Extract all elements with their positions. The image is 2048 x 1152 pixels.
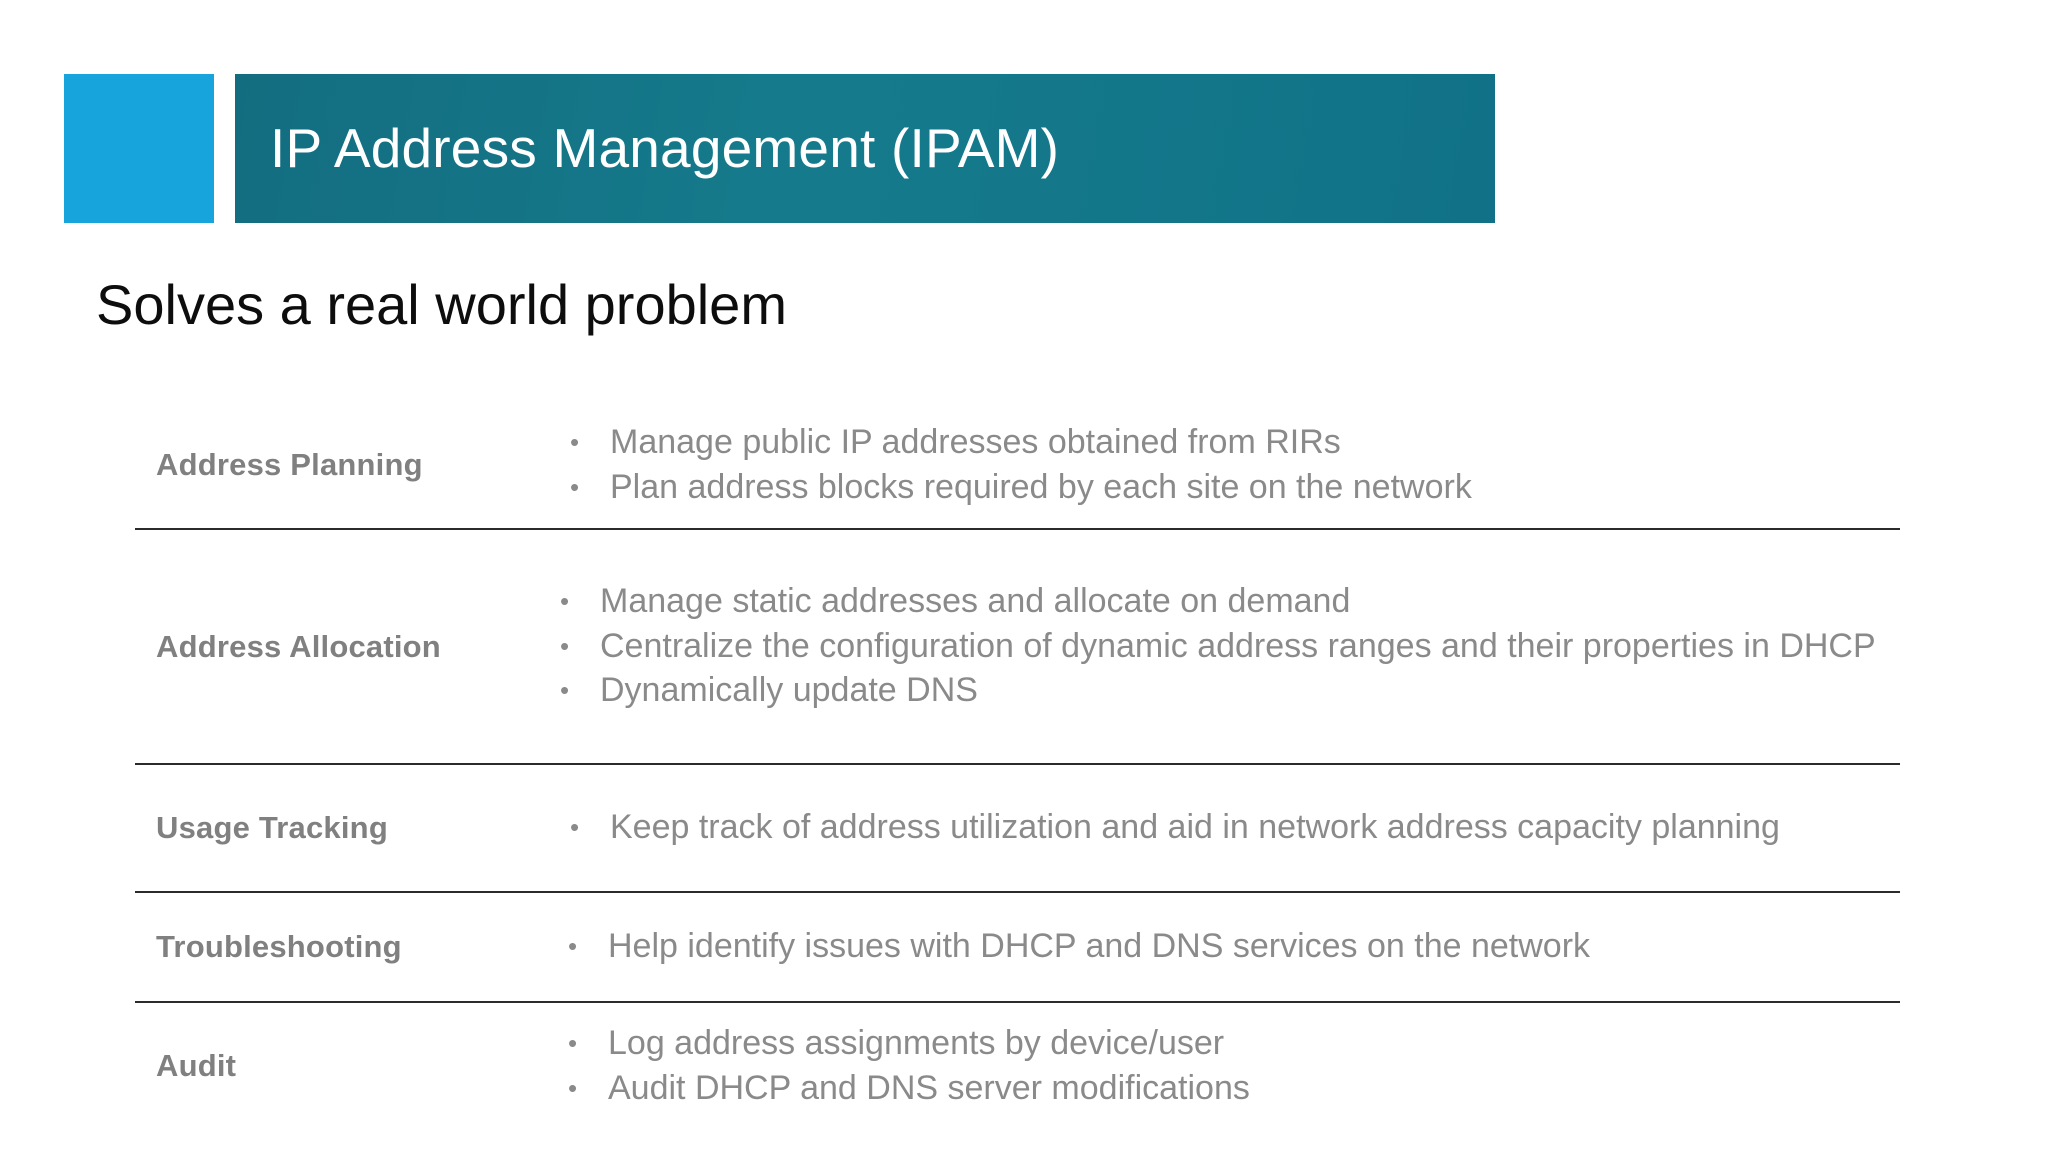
- row-bullets-address-planning: • Manage public IP addresses obtained fr…: [560, 423, 1900, 508]
- list-item: • Audit DHCP and DNS server modification…: [568, 1069, 1900, 1109]
- table-row: Audit • Log address assignments by devic…: [135, 1001, 1900, 1123]
- bullet-icon: •: [568, 931, 578, 962]
- row-bullets-troubleshooting: • Help identify issues with DHCP and DNS…: [560, 927, 1900, 967]
- row-label-troubleshooting: Troubleshooting: [156, 929, 402, 964]
- bullet-icon: •: [568, 1027, 578, 1058]
- bullet-icon: •: [570, 471, 580, 502]
- row-label-usage-tracking: Usage Tracking: [156, 810, 388, 845]
- list-item: • Manage public IP addresses obtained fr…: [570, 423, 1900, 463]
- table-row: Troubleshooting • Help identify issues w…: [135, 891, 1900, 1001]
- title-accent-square: [64, 74, 214, 223]
- list-item: • Manage static addresses and allocate o…: [560, 582, 1900, 622]
- bullet-icon: •: [560, 630, 570, 661]
- table-row: Usage Tracking • Keep track of address u…: [135, 763, 1900, 891]
- bullet-icon: •: [570, 812, 580, 843]
- list-item-text: Manage public IP addresses obtained from…: [610, 422, 1341, 461]
- list-item-text: Audit DHCP and DNS server modifications: [608, 1068, 1250, 1107]
- list-item-text: Centralize the configuration of dynamic …: [600, 626, 1876, 665]
- list-item-text: Manage static addresses and allocate on …: [600, 581, 1351, 620]
- slide-subtitle: Solves a real world problem: [96, 273, 787, 336]
- list-item: • Log address assignments by device/user: [568, 1024, 1900, 1064]
- row-label-audit: Audit: [156, 1048, 237, 1083]
- page-title: IP Address Management (IPAM): [270, 117, 1060, 179]
- row-bullets-address-allocation: • Manage static addresses and allocate o…: [560, 582, 1900, 711]
- slide-title-banner: IP Address Management (IPAM): [0, 74, 2048, 223]
- bullet-icon: •: [560, 585, 570, 616]
- content-table: Address Planning • Manage public IP addr…: [135, 398, 1900, 1123]
- bullet-icon: •: [570, 426, 580, 457]
- list-item-text: Keep track of address utilization and ai…: [610, 808, 1780, 847]
- table-row: Address Planning • Manage public IP addr…: [135, 398, 1900, 528]
- list-item: • Keep track of address utilization and …: [570, 808, 1900, 848]
- list-item-text: Dynamically update DNS: [600, 671, 978, 710]
- list-item: • Dynamically update DNS: [560, 671, 1900, 711]
- table-row: Address Allocation • Manage static addre…: [135, 528, 1900, 763]
- row-label-address-planning: Address Planning: [156, 447, 423, 482]
- list-item: • Plan address blocks required by each s…: [570, 468, 1900, 508]
- list-item-text: Plan address blocks required by each sit…: [610, 467, 1472, 506]
- row-label-address-allocation: Address Allocation: [156, 628, 441, 664]
- list-item: • Help identify issues with DHCP and DNS…: [568, 927, 1900, 967]
- bullet-icon: •: [560, 675, 570, 706]
- row-bullets-audit: • Log address assignments by device/user…: [560, 1024, 1900, 1109]
- list-item-text: Log address assignments by device/user: [608, 1023, 1225, 1062]
- title-bar: [235, 74, 1495, 223]
- list-item: • Centralize the configuration of dynami…: [560, 627, 1900, 667]
- list-item-text: Help identify issues with DHCP and DNS s…: [608, 927, 1591, 966]
- bullet-icon: •: [568, 1072, 578, 1103]
- row-bullets-usage-tracking: • Keep track of address utilization and …: [560, 808, 1900, 848]
